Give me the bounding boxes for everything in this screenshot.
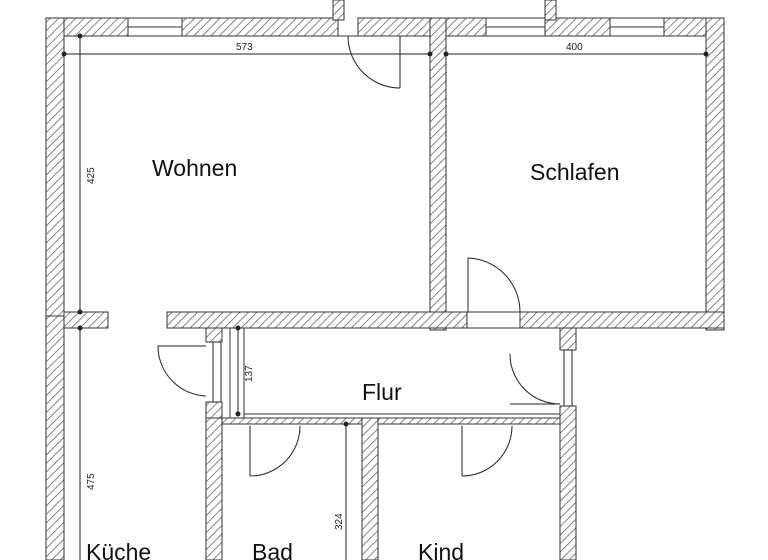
inner-lines — [63, 35, 706, 418]
dim-wohnen-height: 425 — [86, 167, 97, 184]
door-bad — [249, 425, 301, 477]
wall-top-mid — [181, 17, 339, 37]
wall-top-right — [544, 17, 611, 37]
door-kueche — [157, 341, 222, 403]
wall-right-upper — [705, 17, 725, 331]
wall-kueche-bad — [205, 417, 223, 560]
wall-mid-right — [519, 311, 725, 329]
door-flur-right — [509, 349, 573, 407]
wall-entrance-left — [332, 0, 345, 21]
wall-entrance-right — [544, 0, 557, 21]
wall-left-lower — [45, 315, 65, 560]
windows — [127, 17, 665, 37]
wall-flur-right — [559, 327, 577, 351]
wall-wohnen-schlafen — [429, 17, 447, 331]
dim-schlafen-width: 400 — [566, 42, 583, 53]
wall-left-upper — [45, 17, 65, 317]
wall-bad-kind — [361, 417, 379, 560]
doors — [157, 35, 573, 477]
room-label-wohnen: Wohnen — [152, 155, 237, 181]
wall-mid-left-stub — [63, 311, 109, 329]
room-label-flur: Flur — [362, 379, 402, 405]
door-schlafen — [467, 257, 521, 313]
room-label-schlafen: Schlafen — [530, 159, 620, 185]
dim-wohnen-width: 573 — [236, 42, 253, 53]
wall-flur-bottom — [221, 417, 561, 425]
room-label-bad: Bad — [252, 539, 293, 560]
wall-flur-right-lower — [559, 405, 577, 560]
wall-mid-main — [166, 311, 468, 329]
door-entrance — [347, 35, 401, 89]
dimension-lines — [61, 33, 709, 560]
dim-bad-height: 324 — [334, 513, 345, 530]
room-label-kueche: Küche — [86, 539, 151, 560]
room-label-kind: Kind — [418, 539, 464, 560]
door-kind — [461, 425, 513, 477]
walls — [45, 0, 725, 560]
dim-kueche-height: 475 — [86, 473, 97, 490]
wall-top-entry — [357, 17, 487, 37]
wall-flur-left-upper — [205, 327, 223, 343]
dim-flur-height: 137 — [244, 365, 255, 382]
